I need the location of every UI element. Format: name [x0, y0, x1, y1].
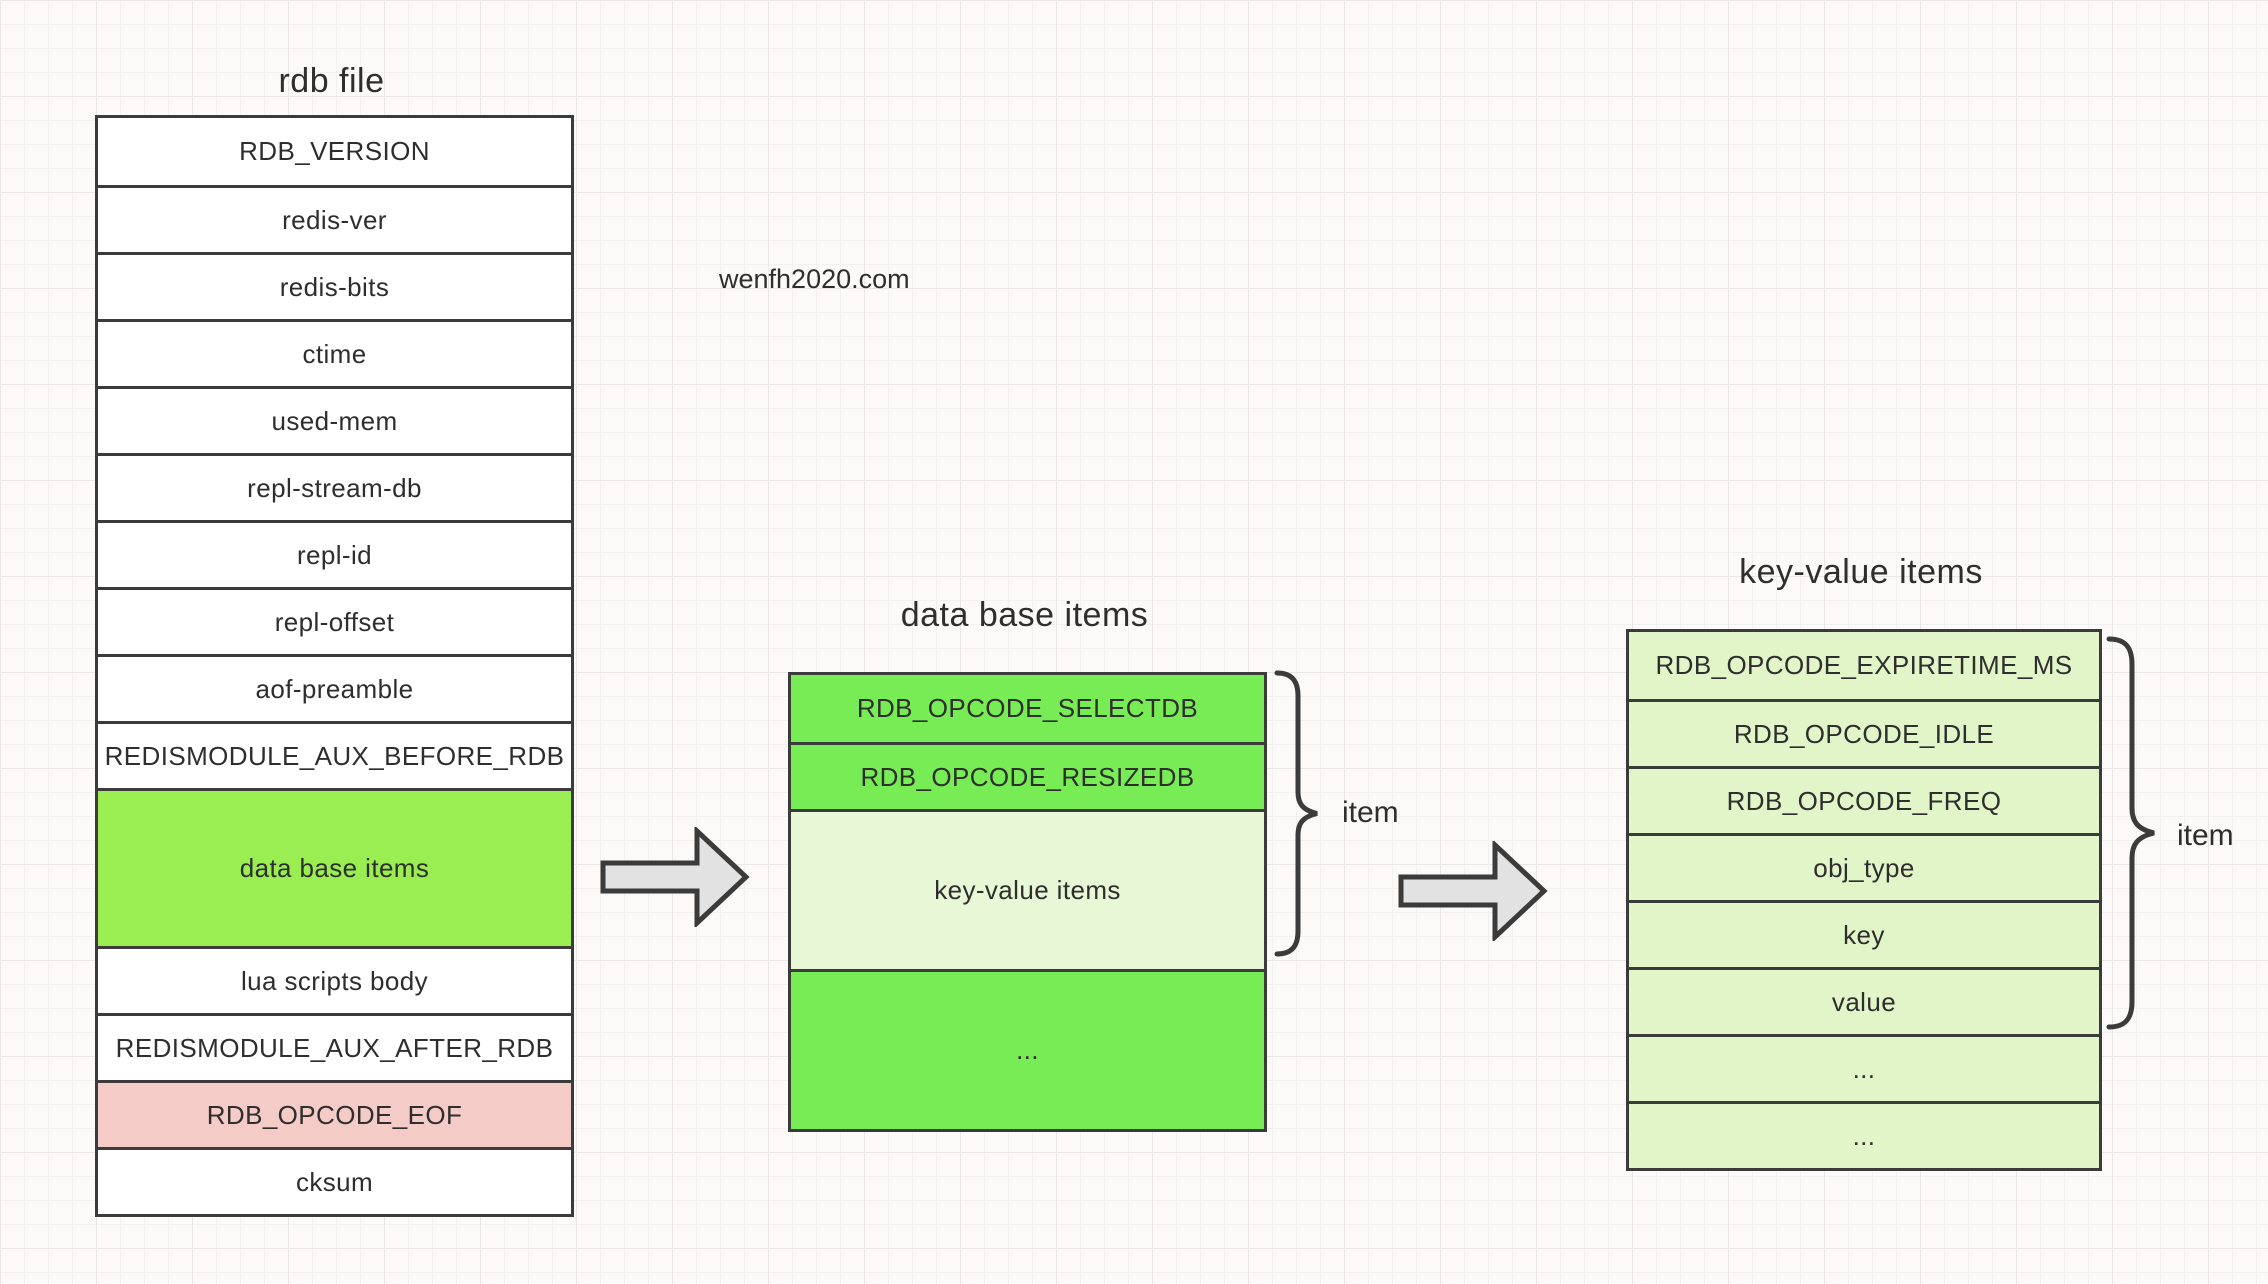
row-label: ...	[1852, 1120, 1876, 1151]
table-row: RDB_OPCODE_IDLE	[1629, 699, 2099, 766]
table-row: ctime	[98, 319, 571, 386]
table-row: redis-bits	[98, 252, 571, 319]
item-brace-icon	[2106, 636, 2160, 1030]
table-row: repl-offset	[98, 587, 571, 654]
row-label: obj_type	[1813, 852, 1915, 883]
table-row: data base items	[98, 788, 571, 946]
row-label: RDB_OPCODE_FREQ	[1726, 785, 2002, 816]
row-label: redis-bits	[279, 271, 390, 302]
table-row: ...	[1629, 1101, 2099, 1168]
row-label: repl-stream-db	[247, 472, 422, 503]
row-label: cksum	[295, 1166, 374, 1197]
row-label: value	[1831, 986, 1897, 1017]
row-label: REDISMODULE_AUX_BEFORE_RDB	[104, 740, 565, 771]
row-label: key-value items	[934, 875, 1121, 905]
row-label: RDB_OPCODE_SELECTDB	[856, 693, 1199, 723]
row-label: REDISMODULE_AUX_AFTER_RDB	[115, 1032, 554, 1063]
row-label: RDB_OPCODE_EXPIRETIME_MS	[1655, 650, 2073, 680]
key-value-items-table: RDB_OPCODE_EXPIRETIME_MS RDB_OPCODE_IDLE R…	[1626, 629, 2102, 1171]
row-label: RDB_OPCODE_EOF	[206, 1099, 463, 1130]
table-row: redis-ver	[98, 185, 571, 252]
table-row: ...	[1629, 1034, 2099, 1101]
row-label: RDB_VERSION	[239, 136, 430, 166]
row-label: ctime	[302, 338, 367, 369]
row-label: redis-ver	[282, 204, 387, 235]
item-label: item	[2177, 819, 2234, 852]
table-row: obj_type	[1629, 833, 2099, 900]
row-label: RDB_OPCODE_RESIZEDB	[860, 761, 1195, 792]
table-row: cksum	[98, 1147, 571, 1214]
row-label: ...	[1016, 1035, 1039, 1065]
item-label: item	[1342, 796, 1399, 829]
table-row: key-value items	[791, 809, 1264, 969]
table-row: aof-preamble	[98, 654, 571, 721]
row-label: aof-preamble	[255, 673, 414, 704]
database-items-title: data base items	[900, 596, 1149, 634]
table-row: REDISMODULE_AUX_BEFORE_RDB	[98, 721, 571, 788]
right-arrow-icon	[1398, 841, 1548, 941]
row-label: ...	[1852, 1053, 1876, 1084]
right-arrow-icon	[600, 827, 750, 927]
table-row: repl-stream-db	[98, 453, 571, 520]
table-row: RDB_OPCODE_EXPIRETIME_MS	[1629, 632, 2099, 699]
row-label: repl-id	[296, 539, 373, 570]
rdb-file-title: rdb file	[278, 62, 385, 100]
key-value-items-title: key-value items	[1739, 553, 1983, 591]
table-row: REDISMODULE_AUX_AFTER_RDB	[98, 1013, 571, 1080]
table-row: value	[1629, 967, 2099, 1034]
table-row: RDB_OPCODE_SELECTDB	[791, 675, 1264, 742]
table-row: RDB_VERSION	[98, 118, 571, 185]
table-row: RDB_OPCODE_RESIZEDB	[791, 742, 1264, 809]
row-label: data base items	[239, 853, 430, 883]
table-row: used-mem	[98, 386, 571, 453]
table-row: ...	[791, 969, 1264, 1129]
row-label: used-mem	[271, 405, 398, 436]
table-row: key	[1629, 900, 2099, 967]
rdb-file-table: RDB_VERSION redis-ver redis-bits ctime used-…	[95, 115, 574, 1217]
row-label: repl-offset	[274, 606, 395, 637]
table-row: lua scripts body	[98, 946, 571, 1013]
table-row: repl-id	[98, 520, 571, 587]
row-label: lua scripts body	[240, 965, 429, 996]
watermark-text: wenfh2020.com	[719, 264, 910, 294]
row-label: key	[1843, 919, 1885, 950]
item-brace-icon	[1274, 670, 1322, 957]
table-row: RDB_OPCODE_EOF	[98, 1080, 571, 1147]
row-label: RDB_OPCODE_IDLE	[1733, 718, 1995, 749]
table-row: RDB_OPCODE_FREQ	[1629, 766, 2099, 833]
